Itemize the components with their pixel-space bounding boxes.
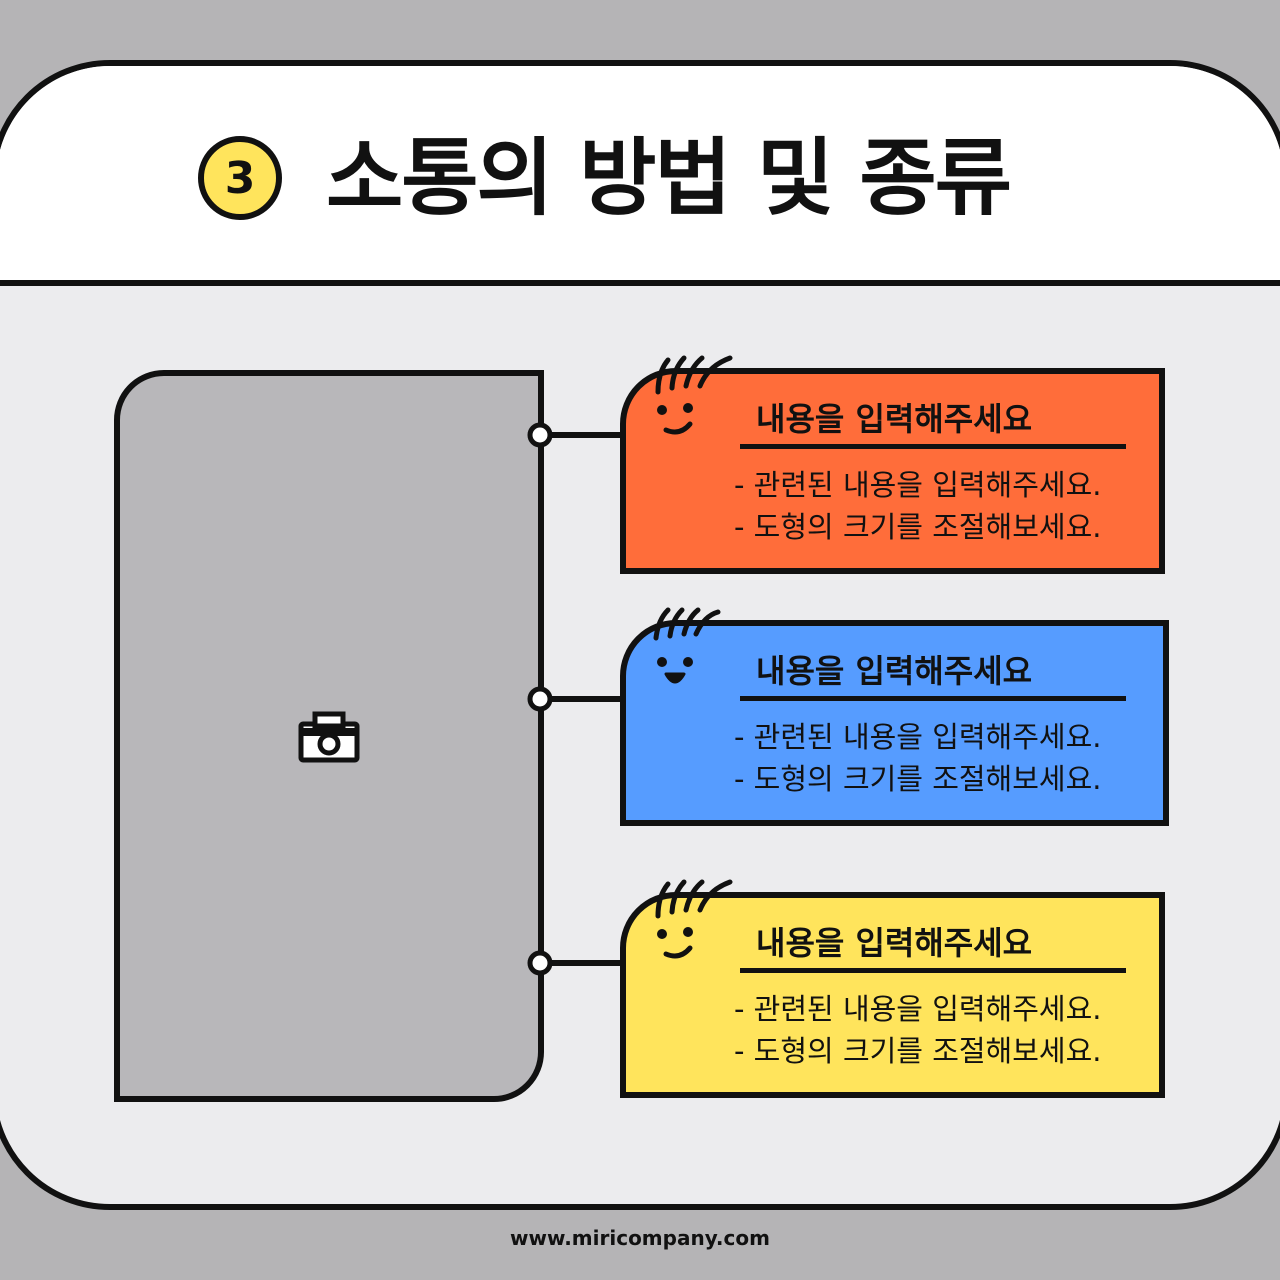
step-number-badge: 3 <box>198 136 282 220</box>
divider <box>740 696 1126 701</box>
info-box-title: 내용을 입력해주세요 <box>756 400 1033 438</box>
info-box-title: 내용을 입력해주세요 <box>756 924 1033 962</box>
divider <box>740 968 1126 973</box>
step-number: 3 <box>224 152 256 204</box>
description-line: - 관련된 내용을 입력해주세요. <box>734 468 1102 502</box>
info-box-3[interactable]: 내용을 입력해주세요 - 관련된 내용을 입력해주세요. - 도형의 크기를 조… <box>620 892 1165 1098</box>
info-box-description: - 관련된 내용을 입력해주세요. - 도형의 크기를 조절해보세요. <box>734 988 1102 1072</box>
page-title: 소통의 방법 및 종류 <box>326 129 1012 227</box>
header: 3 소통의 방법 및 종류 <box>0 66 1280 286</box>
divider <box>740 444 1126 449</box>
info-box-1[interactable]: 내용을 입력해주세요 - 관련된 내용을 입력해주세요. - 도형의 크기를 조… <box>620 368 1165 574</box>
description-line: - 도형의 크기를 조절해보세요. <box>734 1034 1102 1068</box>
description-line: - 관련된 내용을 입력해주세요. <box>734 992 1102 1026</box>
info-box-description: - 관련된 내용을 입력해주세요. - 도형의 크기를 조절해보세요. <box>734 716 1102 800</box>
info-box-description: - 관련된 내용을 입력해주세요. - 도형의 크기를 조절해보세요. <box>734 464 1102 548</box>
smile-face-icon <box>655 355 733 435</box>
info-box-2[interactable]: 내용을 입력해주세요 - 관련된 내용을 입력해주세요. - 도형의 크기를 조… <box>620 620 1169 826</box>
grin-face-icon <box>653 607 721 684</box>
description-line: - 도형의 크기를 조절해보세요. <box>734 510 1102 544</box>
description-line: - 도형의 크기를 조절해보세요. <box>734 762 1102 796</box>
smile-face-icon <box>655 879 733 959</box>
description-line: - 관련된 내용을 입력해주세요. <box>734 720 1102 754</box>
info-box-title: 내용을 입력해주세요 <box>756 652 1033 690</box>
footer-url[interactable]: www.miricompany.com <box>510 1226 770 1250</box>
camera-icon <box>298 711 360 763</box>
